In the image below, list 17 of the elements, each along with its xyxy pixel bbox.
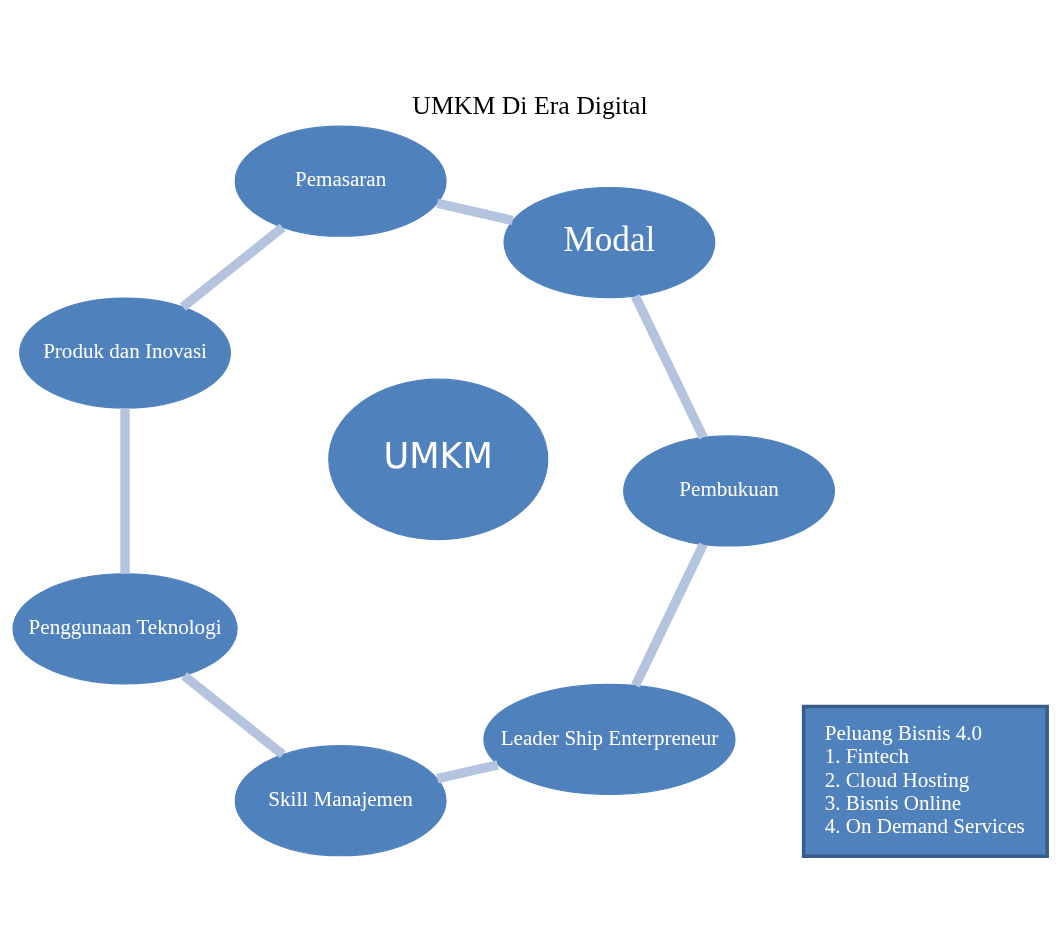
diagram-title: UMKM Di Era Digital <box>412 90 648 120</box>
connector <box>120 407 130 574</box>
connector <box>631 542 708 687</box>
node-ellipse: UMKM <box>328 378 549 540</box>
connector <box>631 293 708 439</box>
node-box: Peluang Bisnis 4.0 1. Fintech 2. Cloud Hosting 3. Bisnis Online 4. On Demand Services <box>801 704 1049 858</box>
node-ellipse: Pembukuan <box>623 434 836 547</box>
connector <box>436 759 499 783</box>
connector <box>436 198 514 225</box>
node-ellipse: Leader Ship Enterpreneur <box>483 683 736 795</box>
node-ellipse: Penggunaan Teknologi <box>12 572 238 684</box>
node-ellipse: Produk dan Inovasi <box>19 296 232 409</box>
connector <box>179 223 286 311</box>
node-ellipse: Pemasaran <box>234 125 447 237</box>
connector <box>181 671 286 758</box>
node-ellipse: Modal <box>503 186 716 298</box>
node-ellipse: Skill Manajemen <box>234 744 447 856</box>
